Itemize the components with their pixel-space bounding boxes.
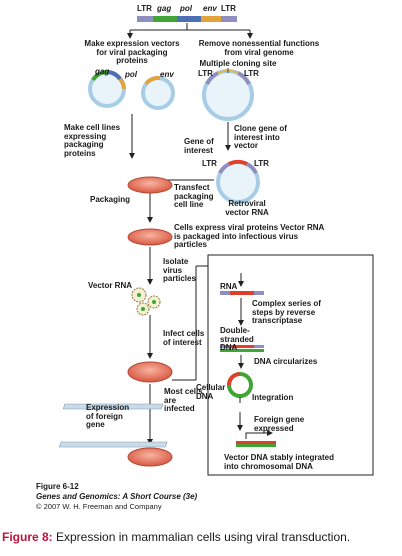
genome-env: env <box>203 4 217 13</box>
inset-foreign-gene-label: Foreign gene expressed <box>254 415 305 433</box>
flow-arrows <box>129 114 231 445</box>
plasmid-pol-label: pol <box>125 70 137 79</box>
cloning-vector-plasmid <box>202 68 254 121</box>
isolate-label: Isolate virus particles <box>163 257 196 284</box>
inset-cellular-dna-label: Cellular DNA <box>196 383 226 401</box>
transfect-label: Transfect packaging cell line <box>174 183 214 210</box>
copyright-line: © 2007 W. H. Freeman and Company <box>36 502 162 511</box>
split-arrows <box>127 23 253 39</box>
figure-number: Figure 6-12 <box>36 482 79 491</box>
integration-inset <box>58 254 374 476</box>
figure-caption-text: Expression in mammalian cells using vira… <box>52 530 351 544</box>
genome-ltr-right: LTR <box>221 4 236 13</box>
ltr-top-left-label: LTR <box>198 69 213 78</box>
inset-double-stranded-label: Double- stranded DNA <box>220 326 254 353</box>
inset-integration-label: Integration <box>252 393 294 402</box>
ltr-mid-left-label: LTR <box>202 159 217 168</box>
remove-functions-label: Remove nonessential functions from viral… <box>198 39 320 57</box>
genome-gag: gag <box>157 4 172 13</box>
genome-pol: pol <box>180 4 192 13</box>
ltr-mid-right-label: LTR <box>254 159 269 168</box>
genome-ltr-left: LTR <box>137 4 152 13</box>
infect-label: Infect cells of interest <box>163 329 205 347</box>
cells-express-label: Cells express viral proteins Vector RNA … <box>174 223 324 250</box>
make-cell-lines-label: Make cell lines expressing packaging pro… <box>64 123 121 158</box>
packaging-plasmids <box>88 70 175 110</box>
most-cells-label: Most cells are infected <box>164 387 203 414</box>
book-title: Genes and Genomics: A Short Course (3e) <box>36 492 198 501</box>
packaging-label: Packaging <box>90 195 131 204</box>
culture-dishes <box>127 176 173 467</box>
plasmid-gag-label: gag <box>95 67 110 76</box>
inset-dna-circularizes-label: DNA circularizes <box>254 357 318 366</box>
recombinant-vector-plasmid <box>216 159 260 204</box>
retroviral-vector-rna-label: Retroviral vector RNA <box>225 199 269 217</box>
inset-complex-series-label: Complex series of steps by reverse trans… <box>252 299 321 326</box>
vector-rna-label: Vector RNA <box>88 281 133 290</box>
plasmid-env-label: env <box>160 70 174 79</box>
ltr-top-right-label: LTR <box>244 69 259 78</box>
inset-stably-integrated-label: Vector DNA stably integrated into chromo… <box>224 453 334 471</box>
figure-caption: Figure 8: Expression in mammalian cells … <box>2 530 402 544</box>
clone-gene-label: Clone gene of interest into vector <box>234 124 287 151</box>
expression-label: Expression of foreign gene <box>86 403 130 430</box>
inset-rna-label: RNA <box>220 282 238 291</box>
viral-genome-bar <box>137 16 237 22</box>
multiple-cloning-site-label: Multiple cloning site <box>199 59 277 68</box>
make-vectors-label: Make expression vectors for viral packag… <box>84 39 180 66</box>
gene-of-interest-label: Gene of interest <box>184 137 214 155</box>
figure-caption-label: Figure 8: <box>2 530 53 544</box>
